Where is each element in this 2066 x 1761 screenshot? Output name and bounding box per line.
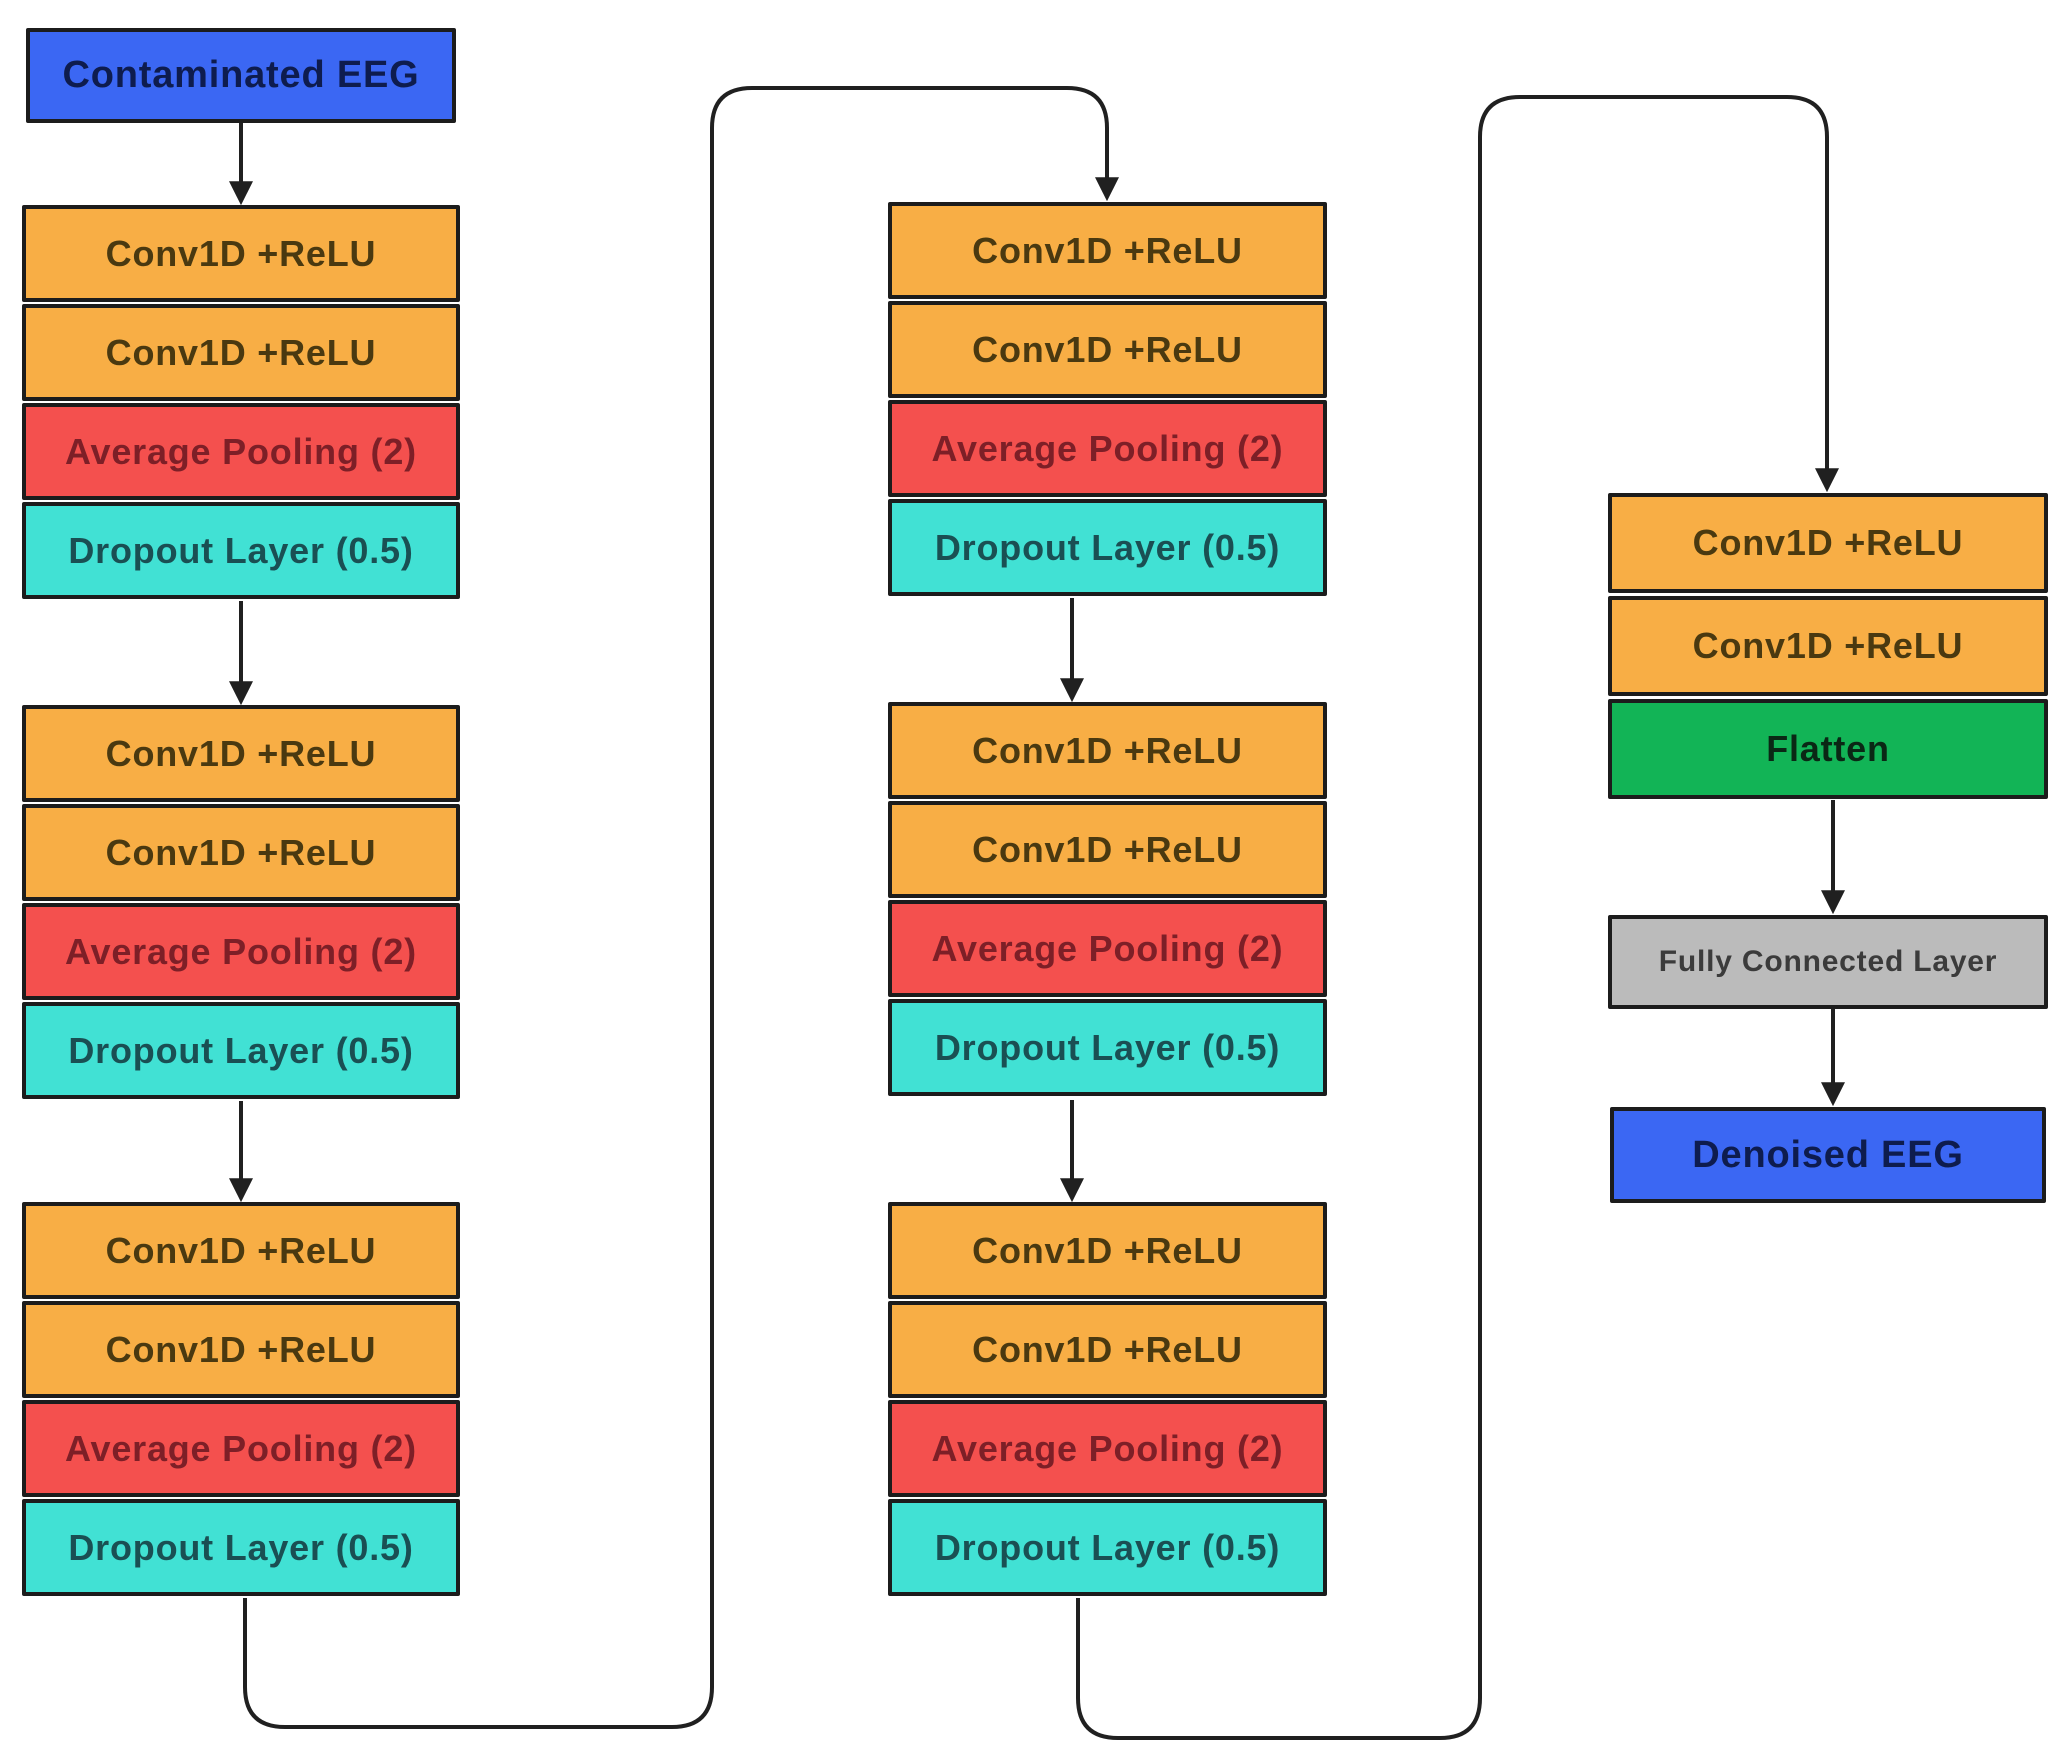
- fully-connected-box: Fully Connected Layer: [1608, 915, 2048, 1009]
- conv-relu-box: Conv1D +ReLU: [22, 1301, 460, 1398]
- conv-relu-box: Conv1D +ReLU: [22, 304, 460, 401]
- dropout-box: Dropout Layer (0.5): [22, 1499, 460, 1596]
- conv-relu-box: Conv1D +ReLU: [888, 301, 1327, 398]
- conv-relu-box: Conv1D +ReLU: [22, 1202, 460, 1299]
- conv-relu-box: Conv1D +ReLU: [888, 1301, 1327, 1398]
- conv-relu-box: Conv1D +ReLU: [888, 202, 1327, 299]
- connector-left-bottom-to-middle-top: [243, 86, 1119, 1729]
- avg-pooling-box: Average Pooling (2): [888, 900, 1327, 997]
- flatten-box: Flatten: [1608, 699, 2048, 799]
- dropout-box: Dropout Layer (0.5): [22, 502, 460, 599]
- dropout-box: Dropout Layer (0.5): [22, 1002, 460, 1099]
- avg-pooling-box: Average Pooling (2): [888, 400, 1327, 497]
- dropout-box: Dropout Layer (0.5): [888, 1499, 1327, 1596]
- dropout-box: Dropout Layer (0.5): [888, 999, 1327, 1096]
- dropout-box: Dropout Layer (0.5): [888, 499, 1327, 596]
- conv-relu-box: Conv1D +ReLU: [1608, 493, 2048, 593]
- conv-relu-box: Conv1D +ReLU: [888, 801, 1327, 898]
- conv-relu-box: Conv1D +ReLU: [22, 705, 460, 802]
- conv-relu-box: Conv1D +ReLU: [1608, 596, 2048, 696]
- avg-pooling-box: Average Pooling (2): [22, 1400, 460, 1497]
- output-box: Denoised EEG: [1610, 1107, 2046, 1203]
- avg-pooling-box: Average Pooling (2): [22, 403, 460, 500]
- avg-pooling-box: Average Pooling (2): [888, 1400, 1327, 1497]
- connector-middle-bottom-to-right-top: [1076, 95, 1839, 1740]
- conv-relu-box: Conv1D +ReLU: [22, 804, 460, 901]
- conv-relu-box: Conv1D +ReLU: [888, 702, 1327, 799]
- conv-relu-box: Conv1D +ReLU: [22, 205, 460, 302]
- input-box: Contaminated EEG: [26, 28, 456, 123]
- avg-pooling-box: Average Pooling (2): [22, 903, 460, 1000]
- conv-relu-box: Conv1D +ReLU: [888, 1202, 1327, 1299]
